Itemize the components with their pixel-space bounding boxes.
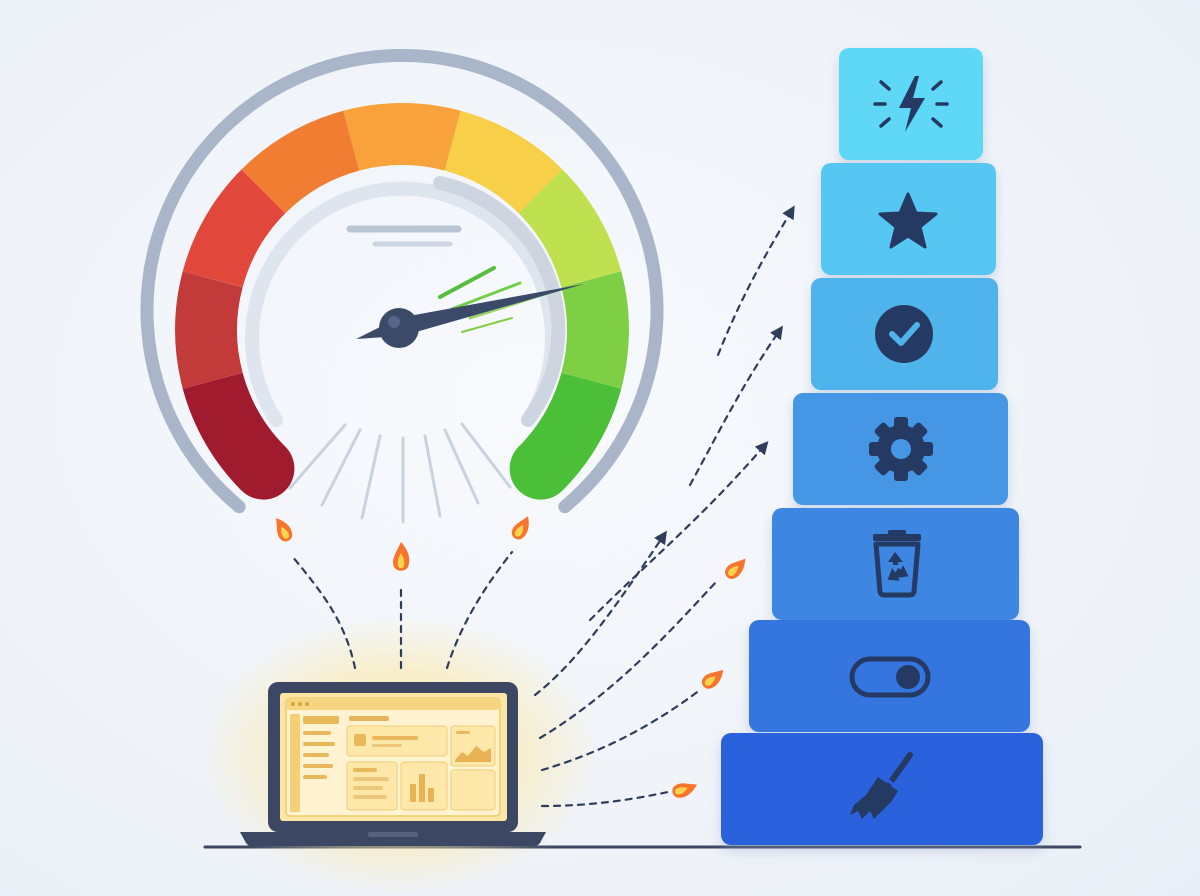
gauge-inner-ring-highlight <box>433 176 566 427</box>
check-circle-icon <box>875 305 933 363</box>
gauge-segment <box>182 169 286 289</box>
gauge-radiating-lines <box>288 422 512 524</box>
gear-icon <box>869 417 933 481</box>
stack-block-lightning <box>839 48 983 160</box>
gauge-color-band <box>175 103 629 500</box>
stack-block-toggle <box>749 620 1030 732</box>
boost-paths-to-stack <box>533 205 795 808</box>
gauge-segment <box>518 169 622 289</box>
dashed-path <box>445 550 514 670</box>
dashed-path <box>716 205 795 357</box>
stack-block-recycle <box>772 508 1019 620</box>
laptop-base <box>240 832 546 846</box>
gauge-band-cap <box>232 437 295 500</box>
toggle-switch-icon <box>849 656 931 698</box>
feature-block-stack <box>721 48 1043 845</box>
stack-block-check <box>811 278 998 390</box>
boost-paths-to-gauge <box>290 550 514 670</box>
gauge-band-cap <box>509 437 572 500</box>
dashed-path <box>588 441 769 622</box>
star-icon <box>878 192 938 249</box>
gauge-segment <box>175 271 243 389</box>
flame-icon <box>672 783 698 798</box>
speed-gauge <box>140 48 664 524</box>
lightning-icon <box>873 76 949 132</box>
gauge-needle <box>356 284 584 348</box>
gauge-segment <box>443 110 563 214</box>
flame-icon <box>701 669 724 689</box>
gauge-segment <box>561 271 629 389</box>
flame-icon <box>393 542 410 571</box>
laptop-trackpad-notch <box>368 832 418 837</box>
dashed-path <box>540 790 670 808</box>
dashed-path <box>290 554 357 670</box>
dashed-path <box>538 578 720 740</box>
laptop <box>200 615 600 895</box>
flame-icon <box>276 518 293 542</box>
flame-icon <box>725 558 746 579</box>
dashed-path <box>540 688 702 772</box>
gauge-outer-ring <box>140 48 664 514</box>
flame-icon <box>511 516 529 540</box>
dashed-path <box>688 325 784 487</box>
stack-block-star <box>821 163 996 275</box>
gauge-segment <box>241 110 361 214</box>
recycle-bin-icon <box>873 530 921 598</box>
stack-block-gear <box>793 393 1008 505</box>
flames <box>276 516 746 798</box>
laptop-app-window <box>285 697 501 817</box>
stack-block-broom <box>721 733 1043 845</box>
broom-icon <box>850 752 913 819</box>
gauge-segment <box>343 103 461 171</box>
